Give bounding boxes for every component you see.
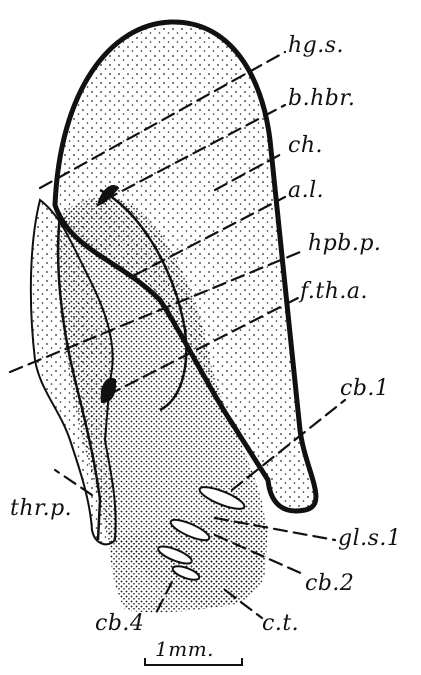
label-f-th-a: f.th.a. [298, 279, 368, 304]
label-a-l: a.l. [288, 178, 324, 203]
label-cb-2: cb.2 [305, 571, 354, 596]
label-b-hbr: b.hbr. [288, 86, 355, 111]
label-hpb-p: hpb.p. [308, 231, 381, 256]
label-cb-1: cb.1 [340, 376, 389, 401]
label-c-t: c.t. [262, 611, 299, 636]
label-cb-4: cb.4 [95, 611, 144, 636]
label-ch: ch. [288, 133, 323, 158]
label-thr-p: thr.p. [10, 496, 72, 521]
label-gl-s-1: gl.s.1 [338, 526, 401, 551]
scale-bar-label: 1mm. [155, 637, 214, 661]
label-hg-s: hg.s. [288, 33, 344, 58]
scale-bar: 1mm. [145, 637, 242, 665]
